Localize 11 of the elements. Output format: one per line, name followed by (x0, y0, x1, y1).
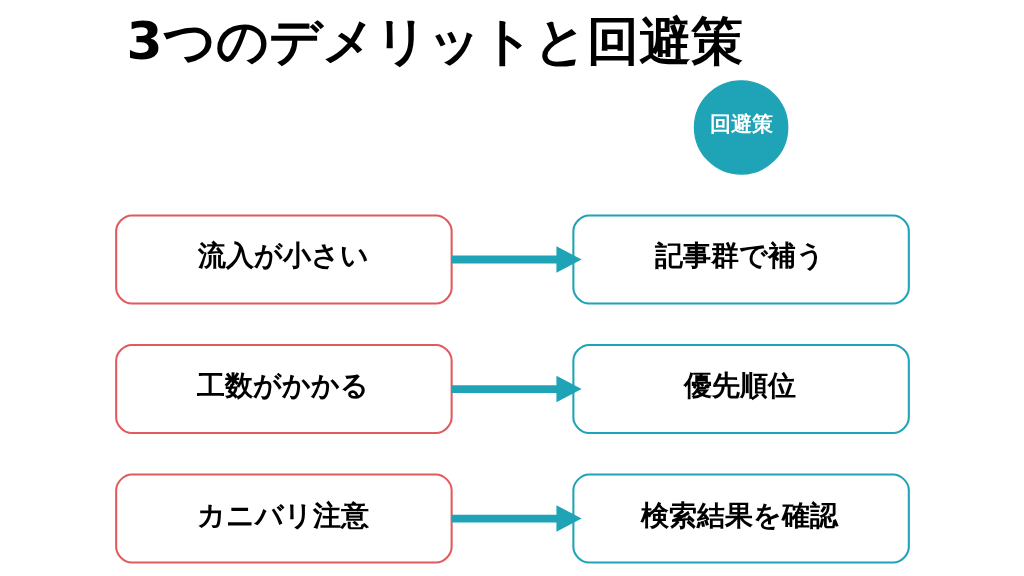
node-box: カニバリ注意 (114, 473, 453, 564)
node-box: 流入が小さい (114, 214, 453, 305)
node-box: 記事群で補う (571, 214, 910, 305)
node-circle: 回避策 (693, 80, 788, 175)
node-box: 工数がかかる (114, 343, 453, 435)
node-box: 優先順位 (571, 343, 910, 435)
node-box: 検索結果を確認 (571, 473, 910, 564)
arrow (451, 246, 582, 273)
arrow (451, 505, 582, 532)
diagram-title: 3つのデメリットと回避策 (126, 10, 743, 71)
arrow (451, 375, 582, 403)
